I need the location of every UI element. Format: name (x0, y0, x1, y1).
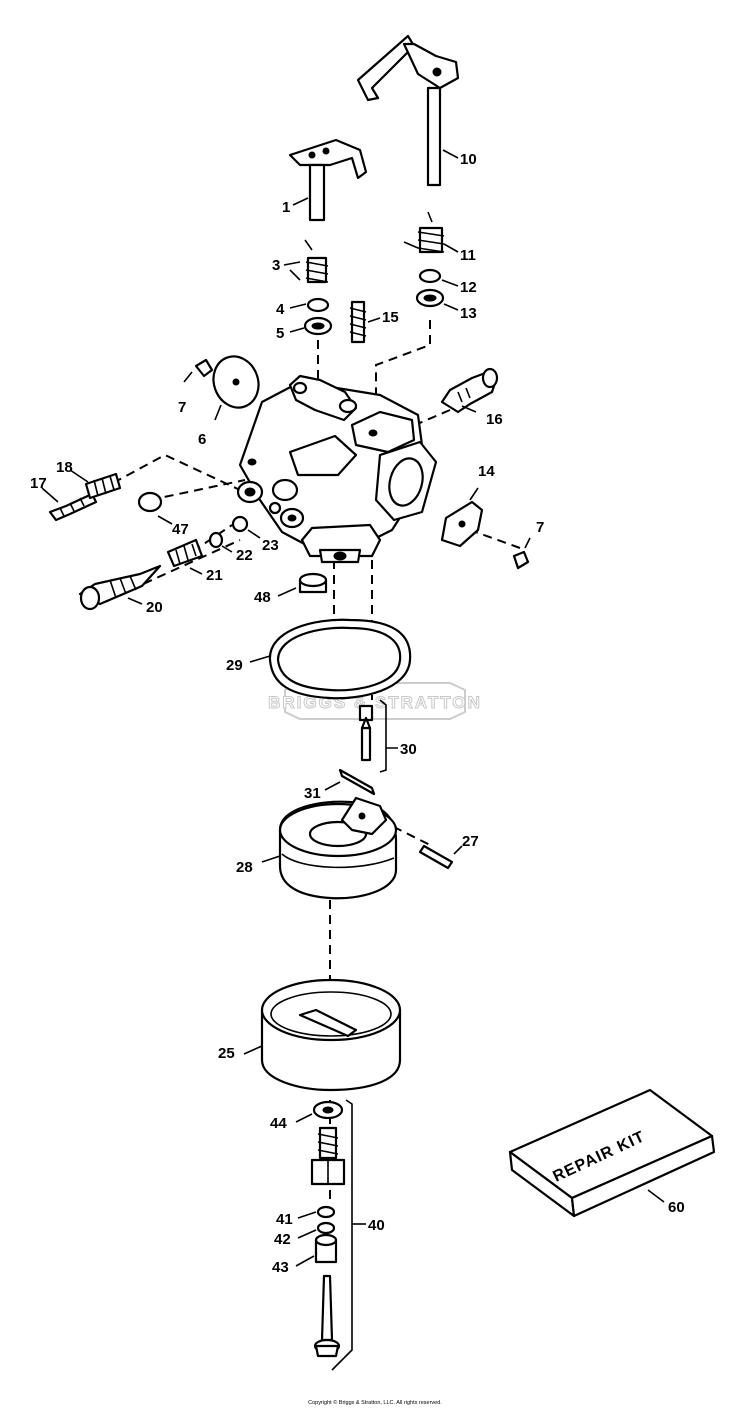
callout-12: 12 (460, 279, 477, 296)
float-bowl-part-25 (243, 978, 402, 1092)
callout-21: 21 (206, 567, 223, 584)
callout-3: 3 (272, 257, 280, 274)
washer-part-22 (208, 531, 233, 553)
washer-part-42 (297, 1221, 336, 1239)
callout-28: 28 (236, 859, 253, 876)
copyright-notice: Copyright © Briggs & Stratton, LLC. All … (308, 1400, 442, 1406)
seal-part-5 (289, 316, 333, 336)
callout-4: 4 (276, 301, 285, 318)
svg-text:BRIGGS & STRATTON: BRIGGS & STRATTON (268, 693, 482, 712)
mixture-screw-part-20 (78, 564, 162, 611)
callout-7a: 7 (178, 399, 186, 416)
callout-13: 13 (460, 305, 477, 322)
spring-part-3 (283, 239, 329, 284)
screw-part-7a (183, 358, 214, 383)
callout-30: 30 (400, 741, 417, 758)
callout-20: 20 (146, 599, 163, 616)
callout-16: 16 (486, 411, 503, 428)
repair-kit-part-60: REPAIR KIT (508, 1088, 716, 1218)
callout-labels: 1 3 4 5 6 7 7 10 11 12 13 14 15 16 17 18… (30, 151, 685, 1276)
callout-29: 29 (226, 657, 243, 674)
washer-part-12 (418, 268, 459, 287)
choke-shaft-part-10 (356, 34, 460, 187)
main-jet (313, 1274, 341, 1358)
callout-47: 47 (172, 521, 189, 538)
callout-6: 6 (198, 431, 206, 448)
throttle-plate-part-6 (212, 355, 260, 421)
callout-18: 18 (56, 459, 73, 476)
bowl-nut-part-40 (310, 1099, 366, 1371)
callout-41: 41 (276, 1211, 293, 1228)
spring-part-11 (403, 211, 459, 254)
choke-plate-part-14 (440, 487, 484, 548)
seal-part-13 (415, 288, 459, 311)
washer-part-41 (297, 1205, 336, 1219)
callout-10: 10 (460, 151, 477, 168)
seat-part-48 (277, 572, 328, 597)
washer-part-4 (289, 297, 330, 313)
idle-spring-part-18 (69, 469, 122, 500)
callout-1: 1 (282, 199, 290, 216)
o-ring-part-23 (231, 515, 261, 539)
float-pin-part-27 (418, 844, 463, 870)
washer-part-44 (295, 1100, 344, 1123)
callout-7b: 7 (536, 519, 544, 536)
callout-42: 42 (274, 1231, 291, 1248)
callout-60: 60 (668, 1199, 685, 1216)
callout-44: 44 (270, 1115, 287, 1132)
needle-part-30 (358, 699, 398, 773)
callout-5: 5 (276, 325, 284, 342)
callout-43: 43 (272, 1259, 289, 1276)
screw-part-7b (512, 537, 531, 570)
throttle-shaft-part-1 (288, 138, 368, 222)
screw-part-15 (349, 300, 381, 344)
callout-48: 48 (254, 589, 271, 606)
spring-part-21 (166, 538, 204, 575)
callout-25: 25 (218, 1045, 235, 1062)
callout-23: 23 (262, 537, 279, 554)
seal-part-43 (295, 1233, 338, 1267)
clip-part-31 (324, 768, 376, 796)
idle-screw-part-17 (41, 487, 98, 522)
callout-31: 31 (304, 785, 321, 802)
fitting-part-16 (440, 367, 499, 414)
float-part-28 (261, 796, 398, 900)
callout-15: 15 (382, 309, 399, 326)
callout-14: 14 (478, 463, 495, 480)
callout-40: 40 (368, 1217, 385, 1234)
callout-17: 17 (30, 475, 47, 492)
welch-plug-part-47 (137, 491, 173, 525)
carburetor-body (236, 374, 438, 564)
callout-22: 22 (236, 547, 253, 564)
callout-27: 27 (462, 833, 479, 850)
bowl-gasket-part-29 (249, 618, 412, 700)
callout-11: 11 (460, 247, 476, 264)
